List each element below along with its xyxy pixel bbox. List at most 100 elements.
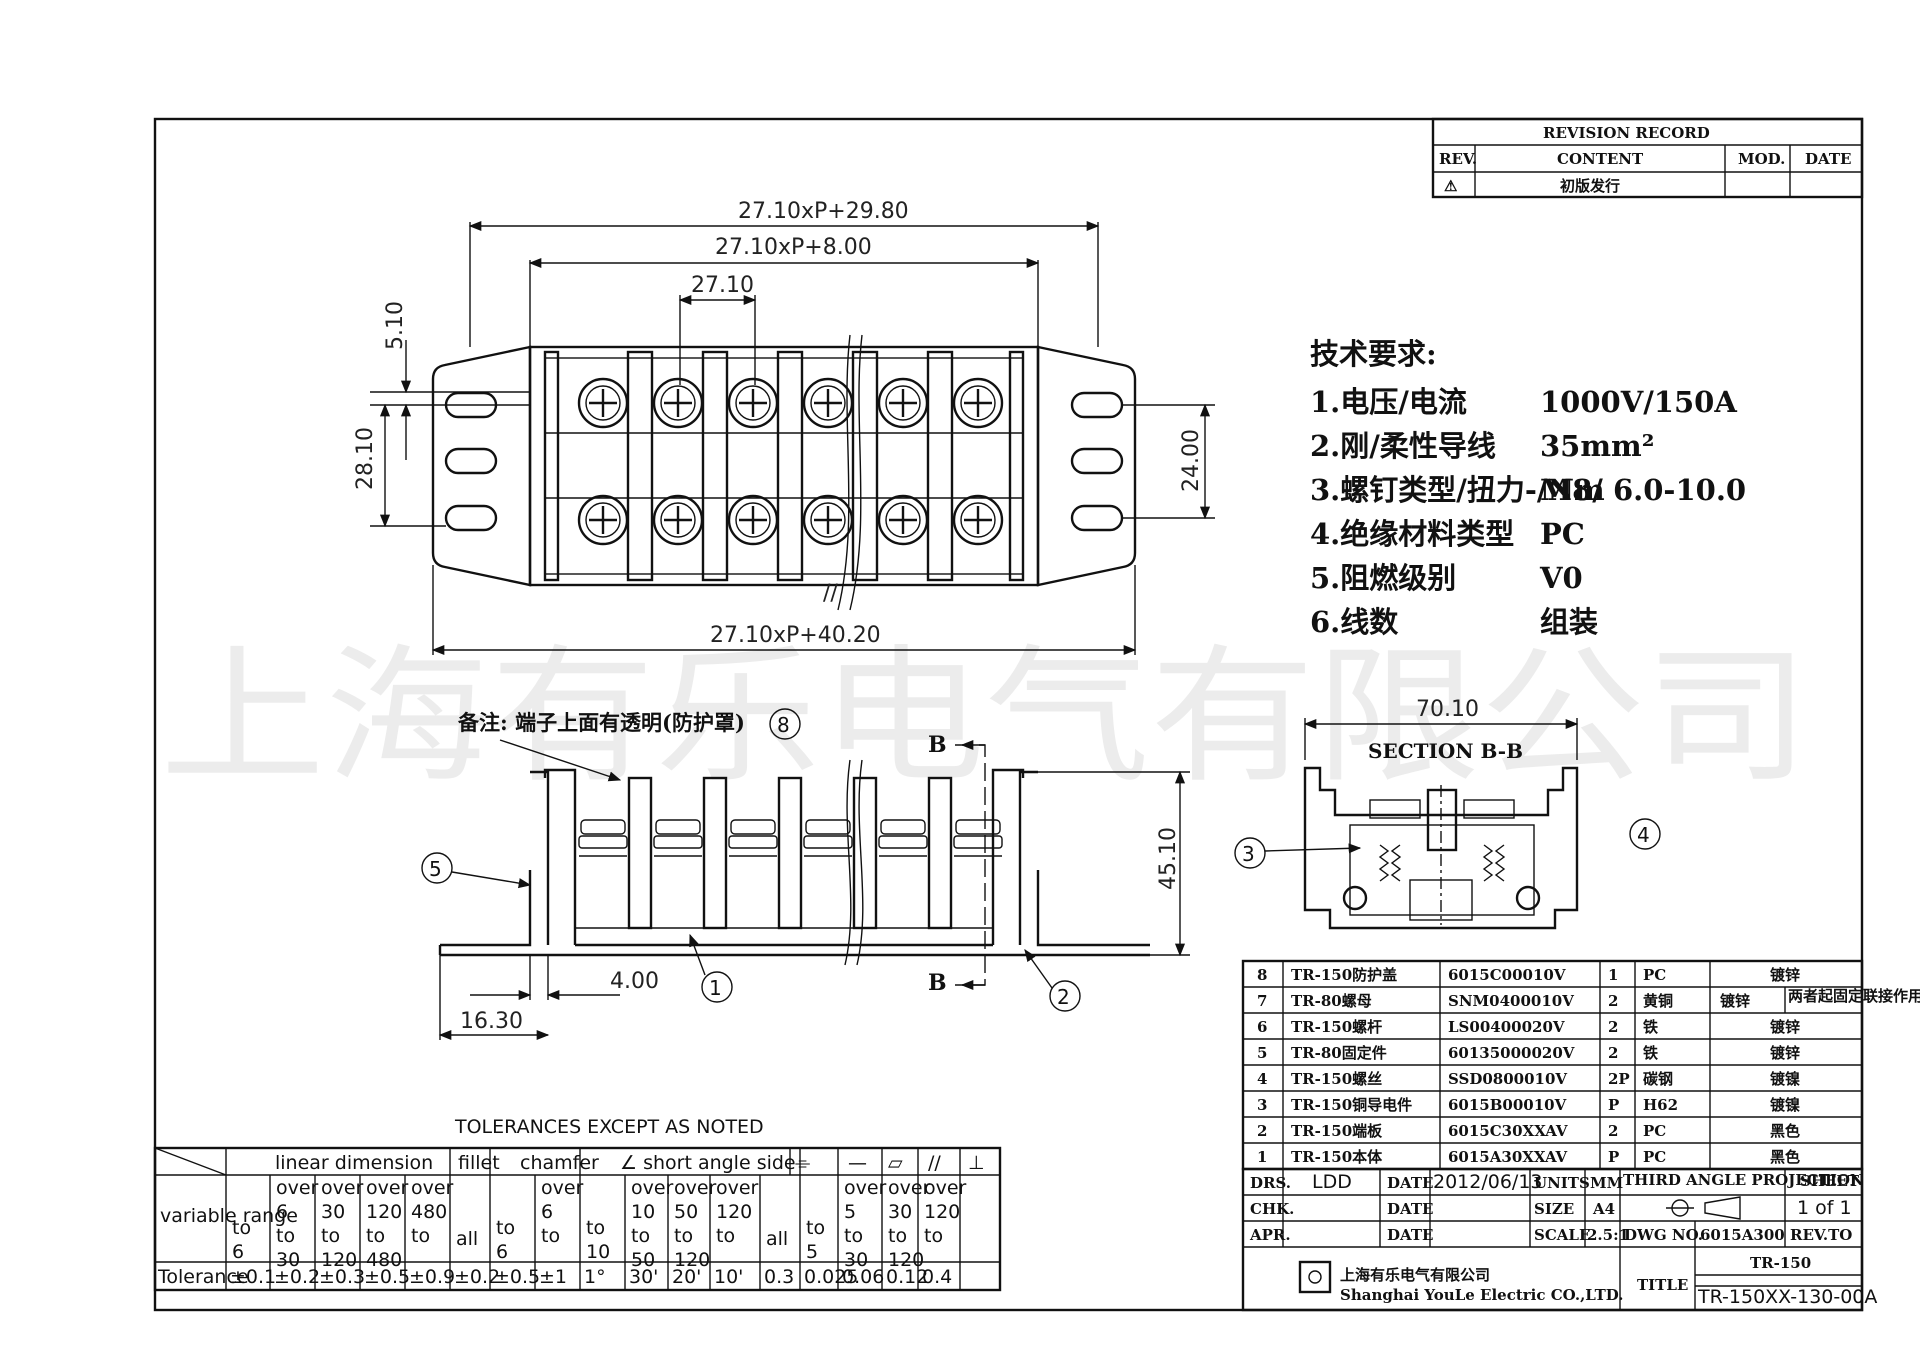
svg-text:CONTENT: CONTENT: [1557, 150, 1644, 168]
svg-text:SIZE: SIZE: [1534, 1200, 1574, 1218]
top-dimensions: 27.10xP+29.80 27.10xP+8.00 27.10 5.10 28…: [353, 199, 1215, 656]
tolerance-range: to: [366, 1225, 385, 1247]
tolerance-group: ▱: [888, 1152, 903, 1174]
svg-text:DATE: DATE: [1387, 1174, 1433, 1192]
bom-cell: 6: [1257, 1018, 1267, 1036]
tolerance-range: to: [924, 1225, 943, 1247]
bom-cell: SNM0400010V: [1448, 992, 1574, 1010]
svg-text:1 of 1: 1 of 1: [1797, 1197, 1852, 1219]
front-screw-icon: [578, 819, 628, 857]
tolerance-range: to: [631, 1225, 650, 1247]
barrier: [776, 350, 804, 582]
svg-text:2: 2: [1057, 985, 1070, 1009]
svg-text:MM: MM: [1590, 1174, 1623, 1192]
screw-icon: [727, 494, 779, 546]
requirement-label: 6.线数: [1310, 605, 1399, 639]
bom-cell: 镀镍: [1770, 1070, 1800, 1088]
svg-text:B: B: [928, 732, 947, 758]
bom-cell: 3: [1257, 1096, 1267, 1114]
screw-icon: [652, 377, 704, 429]
bom-cell: 黑色: [1770, 1148, 1800, 1166]
svg-text:DATE: DATE: [1387, 1200, 1433, 1218]
barrier: [701, 350, 729, 582]
barrier: [626, 350, 654, 582]
svg-text:4: 4: [1637, 823, 1650, 847]
bom-cell: 2: [1608, 1018, 1618, 1036]
tolerance-group: fillet: [458, 1152, 500, 1174]
screw-icon: [652, 494, 704, 546]
tolerance-group: chamfer: [520, 1152, 599, 1174]
svg-text:TR-150XX-130-00A: TR-150XX-130-00A: [1697, 1286, 1877, 1308]
tolerance-range: 120: [924, 1201, 960, 1223]
tolerance-range: 480: [366, 1249, 402, 1271]
balloon-2: 2: [1024, 948, 1081, 1012]
front-screw-icon: [653, 819, 703, 857]
bom-cell: 镀镍: [1770, 1096, 1800, 1114]
barrier: [926, 350, 954, 582]
bom-cell: 黑色: [1770, 1122, 1800, 1140]
balloon-4: 4: [1629, 818, 1661, 850]
tolerance-range: all: [766, 1228, 788, 1250]
tolerance-range: to: [716, 1225, 735, 1247]
requirement-label: 2.刚/柔性导线: [1310, 429, 1496, 463]
tolerance-value: 0.4: [922, 1266, 952, 1288]
tolerance-range: over: [366, 1177, 409, 1199]
tolerance-value: ±0.9: [409, 1266, 455, 1288]
tolerance-range: over: [674, 1177, 717, 1199]
screw-icon: [877, 377, 929, 429]
tolerance-value: ±0.5: [494, 1266, 540, 1288]
tolerance-range: over: [888, 1177, 931, 1199]
bom-cell: P: [1608, 1096, 1619, 1114]
tolerance-range: over: [321, 1177, 364, 1199]
screw-icon: [952, 494, 1004, 546]
svg-text:REVISION RECORD: REVISION RECORD: [1543, 124, 1710, 142]
svg-text:8: 8: [777, 713, 790, 737]
bom-cell: 6015C00010V: [1448, 966, 1566, 984]
tolerance-value: 10': [714, 1266, 743, 1288]
title-block: DRS. CHK. APR. LDD DATE DATE DATE 2012/0…: [1241, 1167, 1877, 1312]
bom-cell: H62: [1643, 1096, 1678, 1114]
tolerance-range: 5: [844, 1201, 856, 1223]
balloons: 8 5 1 2 3 4: [421, 708, 1661, 1012]
tolerance-value: ±0.2: [454, 1266, 500, 1288]
tolerance-range: all: [456, 1228, 478, 1250]
tolerance-group: linear dimension: [275, 1152, 433, 1174]
bom-cell: LS00400020V: [1448, 1018, 1565, 1036]
tolerance-range: to: [586, 1217, 605, 1239]
tolerance-range: to: [844, 1225, 863, 1247]
tolerance-group: //: [928, 1152, 941, 1174]
front-barrier: [777, 776, 803, 930]
svg-text:27.10: 27.10: [691, 273, 754, 298]
balloon-1: 1: [689, 933, 733, 1003]
tolerance-range: 30: [888, 1201, 912, 1223]
bom-cell: PC: [1643, 966, 1666, 984]
svg-text:REV.: REV.: [1439, 150, 1477, 168]
tolerance-range: over: [716, 1177, 759, 1199]
bom-cell: 镀锌: [1770, 966, 1800, 984]
tolerance-range: to: [888, 1225, 907, 1247]
bom-cell: 7: [1257, 992, 1267, 1010]
tolerance-range: over: [411, 1177, 454, 1199]
tolerance-value: 20': [672, 1266, 701, 1288]
front-barrier: [702, 776, 728, 930]
svg-text:27.10xP+40.20: 27.10xP+40.20: [710, 623, 881, 648]
svg-text:CHK.: CHK.: [1250, 1200, 1294, 1218]
svg-text:REV.TO: REV.TO: [1790, 1226, 1852, 1244]
bom-cell: 5: [1257, 1044, 1267, 1062]
svg-text:B: B: [928, 970, 947, 996]
bom-cell: 铁: [1643, 1018, 1658, 1036]
svg-text:27.10xP+29.80: 27.10xP+29.80: [738, 199, 909, 224]
svg-text:TITLE: TITLE: [1637, 1276, 1688, 1294]
tolerance-value: ±0.2: [274, 1266, 320, 1288]
svg-text:1: 1: [709, 976, 722, 1000]
bom-cell: P: [1608, 1148, 1619, 1166]
svg-text:3: 3: [1242, 842, 1255, 866]
tolerance-value: 0.12: [886, 1266, 928, 1288]
bom-cell: 1: [1257, 1148, 1267, 1166]
bom-cell: TR-150螺丝: [1291, 1070, 1382, 1088]
tolerance-range: 120: [716, 1201, 752, 1223]
bom-cell: 2: [1608, 1044, 1618, 1062]
svg-text:TR-150: TR-150: [1750, 1254, 1811, 1272]
tolerance-range: 10: [631, 1201, 655, 1223]
svg-text:DATE: DATE: [1805, 150, 1851, 168]
